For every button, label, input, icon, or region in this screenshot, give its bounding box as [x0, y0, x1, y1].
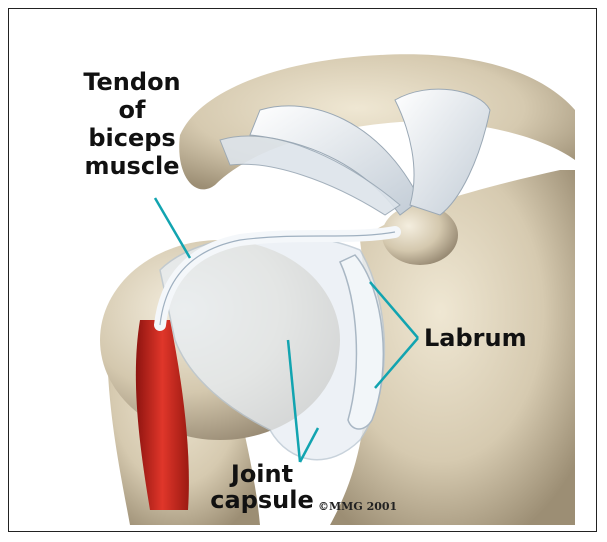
tendon-label-line4: muscle: [84, 152, 179, 180]
joint-label-line2: capsule: [210, 486, 313, 514]
joint-label-line1: Joint: [229, 460, 293, 488]
copyright-text: ©MMG 2001: [318, 500, 397, 513]
tendon-label-line2: of: [119, 96, 146, 124]
labrum-label: Labrum: [424, 324, 527, 352]
tendon-label-line3: biceps: [88, 124, 175, 152]
tendon-label-line1: Tendon: [83, 68, 180, 96]
